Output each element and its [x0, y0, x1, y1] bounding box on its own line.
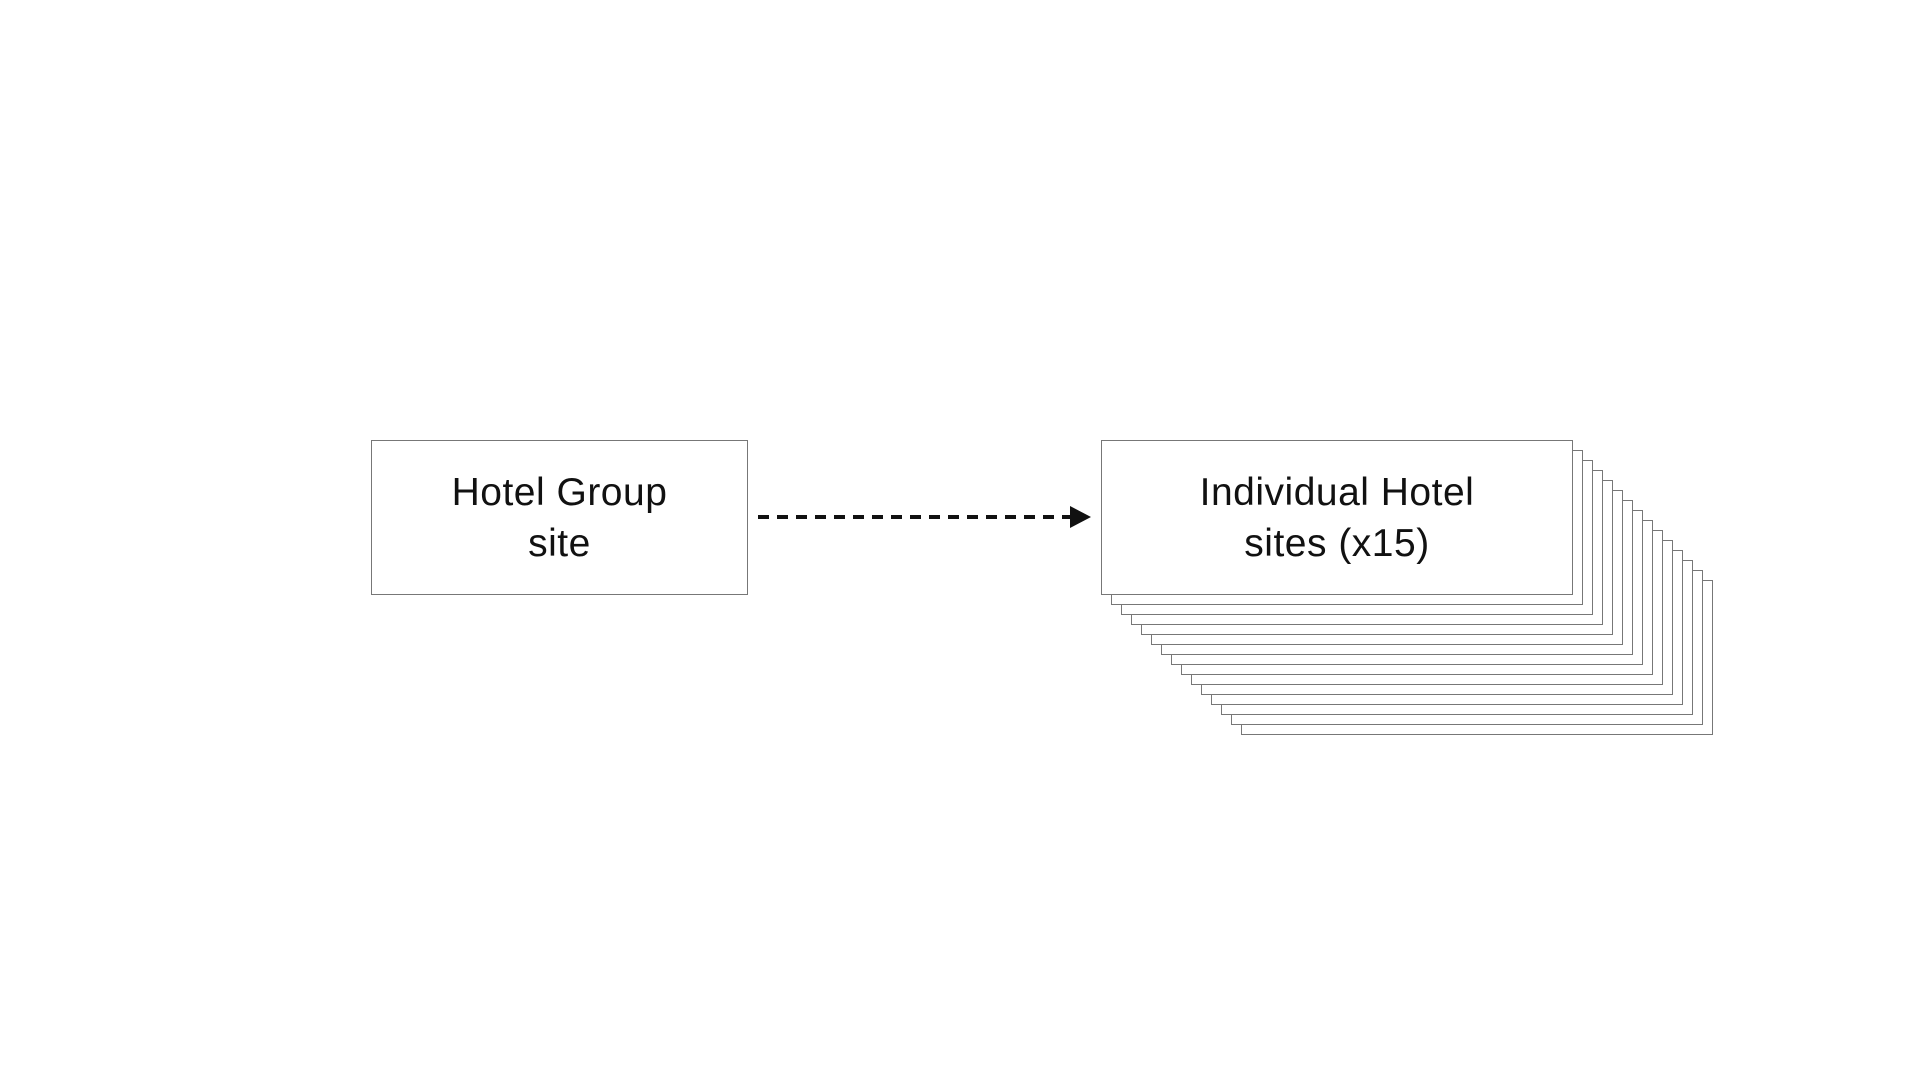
- hotel-group-site-box: Hotel Group site: [371, 440, 748, 595]
- individual-hotel-sites-label: Individual Hotel sites (x15): [1199, 470, 1475, 565]
- hotel-group-site-label: Hotel Group site: [451, 470, 668, 565]
- individual-hotel-sites-box: Individual Hotel sites (x15): [1101, 440, 1573, 595]
- arrow-head: [1070, 506, 1091, 528]
